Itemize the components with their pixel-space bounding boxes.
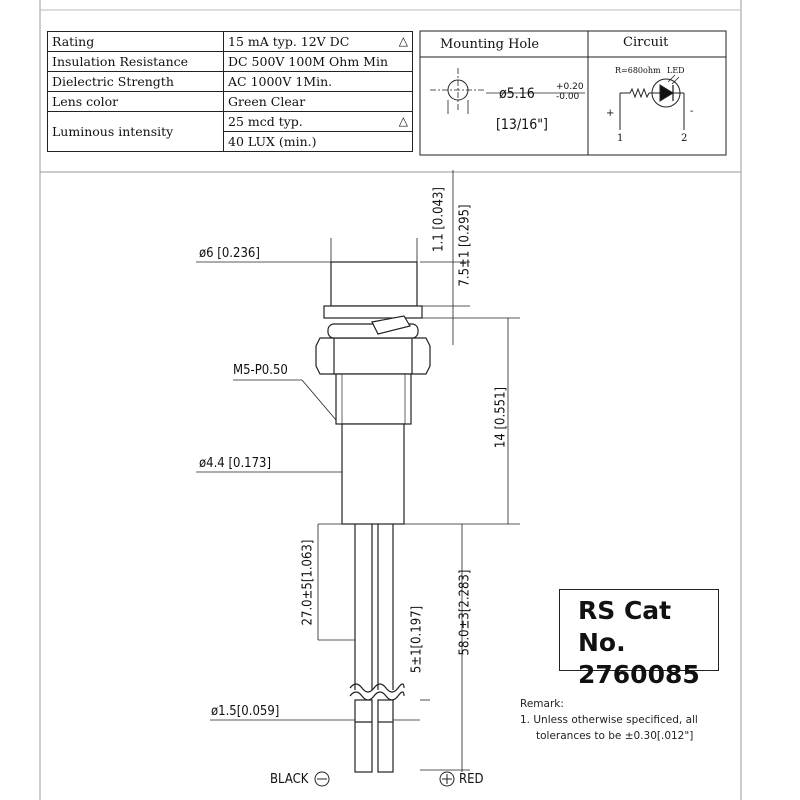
spec-row-insulation: Insulation Resistance DC 500V 100M Ohm M… <box>47 51 413 72</box>
dim-body-diameter: ø4.4 [0.173] <box>199 456 272 471</box>
remark-line2: tolerances to be ±0.30[.012"] <box>536 730 694 742</box>
spec-table: Rating 15 mA typ. 12V DC △ Insulation Re… <box>47 31 413 152</box>
mounting-hole-inch: [13/16"] <box>496 117 548 133</box>
circuit-plus: + <box>606 108 615 119</box>
remark-line1: 1. Unless otherwise specificed, all <box>520 714 698 726</box>
mounting-hole-diameter: ø5.16 <box>499 86 535 102</box>
remark-title: Remark: <box>520 698 564 710</box>
param-value: 15 mA typ. 12V DC <box>228 34 350 49</box>
dim-thread: M5-P0.50 <box>233 363 288 378</box>
dim-top-1: 1.1 [0.043] <box>431 187 447 252</box>
circuit-title: Circuit <box>623 35 669 50</box>
label-red: RED <box>459 772 484 787</box>
spec-row-luminous-2: 40 LUX (min.) <box>48 131 413 152</box>
dim-body-length: 14 [0.551] <box>493 386 509 449</box>
label-black: BLACK <box>270 772 309 787</box>
rs-cat-number: 2760085 <box>578 660 700 689</box>
warning-triangle-icon: △ <box>398 114 408 128</box>
red-wire-end <box>377 699 394 773</box>
rs-cat-title: RS Cat No. <box>578 596 672 657</box>
mounting-hole-title: Mounting Hole <box>440 37 540 52</box>
dim-head-diameter: ø6 [0.236] <box>199 246 260 261</box>
threaded-body <box>335 373 412 425</box>
resistor-symbol <box>629 87 650 99</box>
param-value: AC 1000V 1Min. <box>223 71 413 92</box>
minus-terminal-icon <box>314 771 330 787</box>
rs-cat-box: RS Cat No. 2760085 <box>559 589 719 689</box>
param-label: Dielectric Strength <box>47 71 224 92</box>
lens-head <box>330 261 418 307</box>
param-label: Luminous intensity <box>47 111 224 152</box>
led-diode-symbol <box>659 84 674 102</box>
param-value: DC 500V 100M Ohm Min <box>223 51 413 72</box>
dim-wire-b: 5±1[0.197] <box>409 605 425 674</box>
circuit-pin1: 1 <box>617 133 624 144</box>
mounting-hole-tolerance: +0.20 -0.00 <box>556 82 584 102</box>
header-panels <box>419 30 727 156</box>
dim-wire-diameter: ø1.5[0.059] <box>211 704 280 719</box>
spec-row-dielectric: Dielectric Strength AC 1000V 1Min. <box>47 71 413 92</box>
dim-wire-a: 27.0±5[1.063] <box>300 539 316 626</box>
circuit-diagram <box>619 74 685 130</box>
circuit-minus: - <box>690 106 694 117</box>
remark-block: Remark: 1. Unless otherwise specificed, … <box>520 696 698 744</box>
circuit-led-label: LED <box>667 66 685 75</box>
hex-nut <box>315 337 431 375</box>
param-value: 25 mcd typ. <box>228 114 303 129</box>
spec-row-rating: Rating 15 mA typ. 12V DC △ <box>47 31 413 52</box>
lower-body <box>341 423 405 525</box>
black-wire-end <box>354 699 373 773</box>
dim-wire-c: 58.0±3[2.283] <box>457 569 473 656</box>
plus-terminal-icon <box>439 771 455 787</box>
dim-top-2: 7.5±1 [0.295] <box>457 204 473 287</box>
param-value: 40 LUX (min.) <box>223 131 413 152</box>
circuit-pin2: 2 <box>681 133 688 144</box>
lens-flange <box>323 305 423 319</box>
circuit-resistor-label: R=680ohm <box>615 66 661 75</box>
warning-triangle-icon: △ <box>398 34 408 48</box>
param-label: Insulation Resistance <box>47 51 224 72</box>
spec-row-luminous: Luminous intensity 25 mcd typ. △ <box>47 111 413 152</box>
